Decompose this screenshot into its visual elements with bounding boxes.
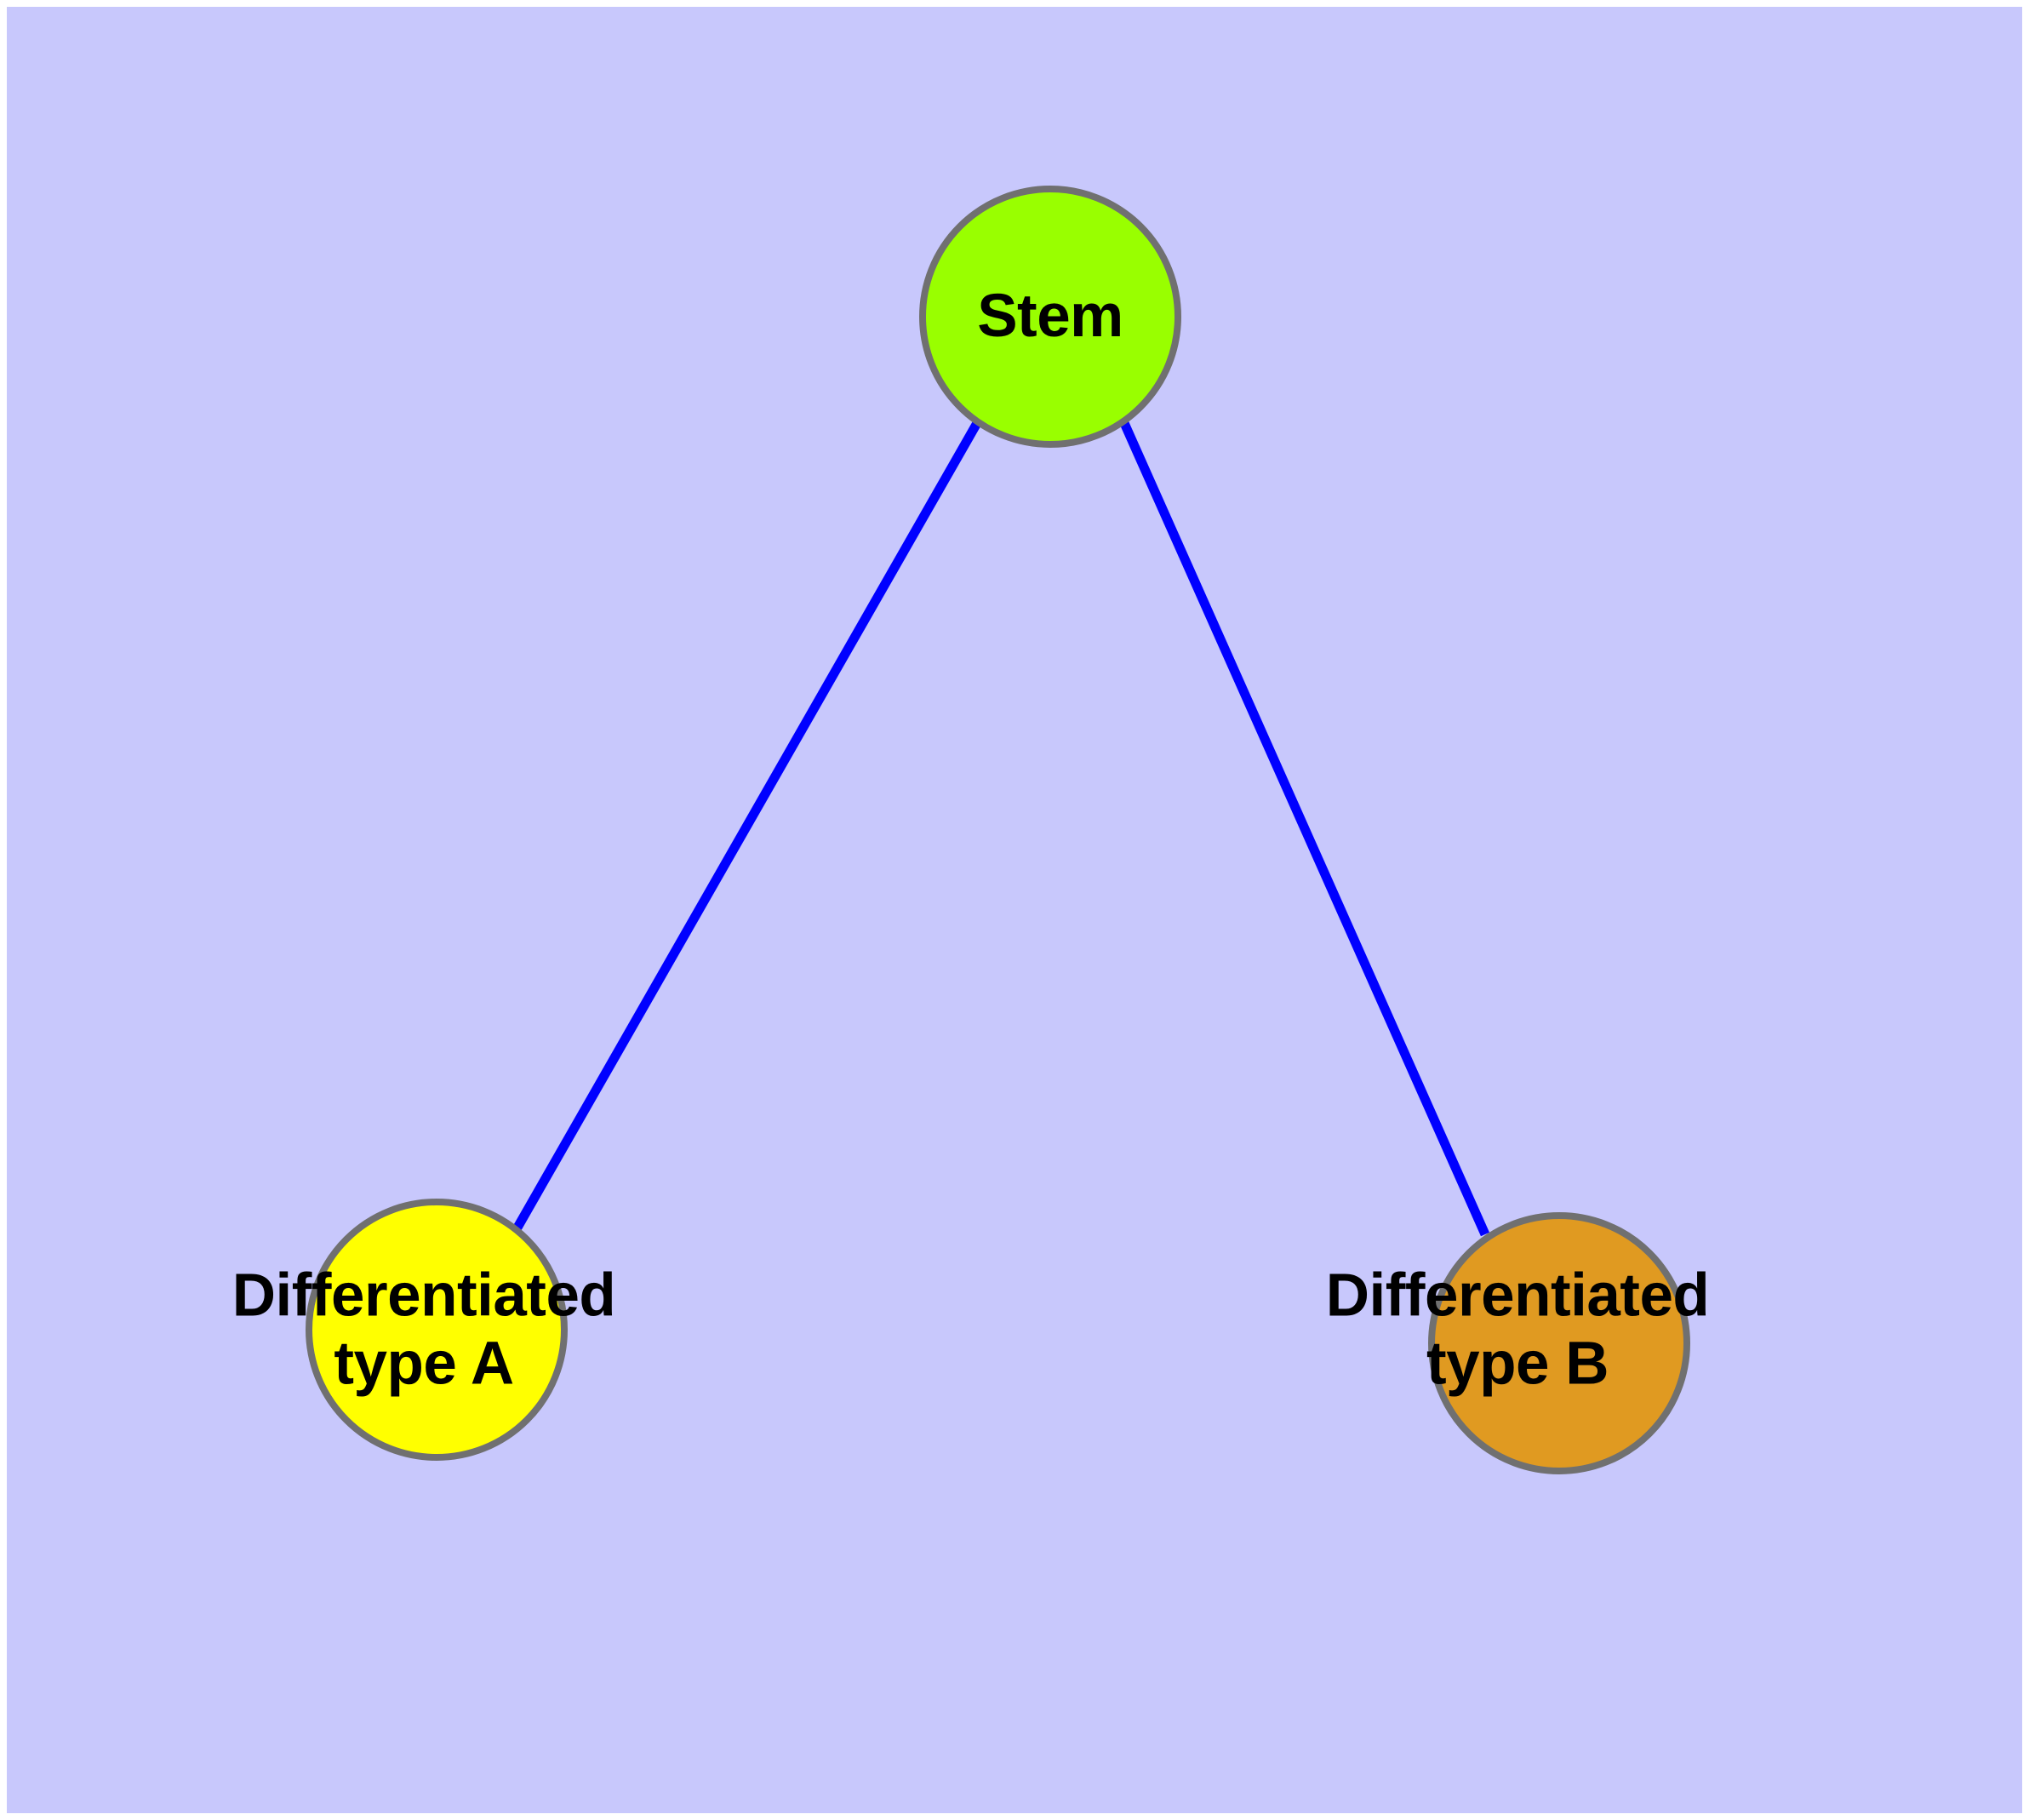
node-circle-diff-a[interactable] — [306, 1199, 568, 1461]
node-stem[interactable] — [923, 189, 1178, 444]
edges-group — [513, 421, 1490, 1237]
nodes-group — [306, 186, 1690, 1474]
node-circle-stem[interactable] — [919, 186, 1181, 448]
node-circle-diff-b[interactable] — [1428, 1212, 1690, 1474]
edge-stem-to-diff-a[interactable] — [513, 421, 981, 1230]
node-diff-a[interactable] — [309, 1202, 564, 1457]
edge-stem-to-diff-b[interactable] — [1119, 421, 1490, 1237]
node-diff-b[interactable] — [1432, 1216, 1687, 1471]
graph-svg — [306, 186, 1690, 1474]
